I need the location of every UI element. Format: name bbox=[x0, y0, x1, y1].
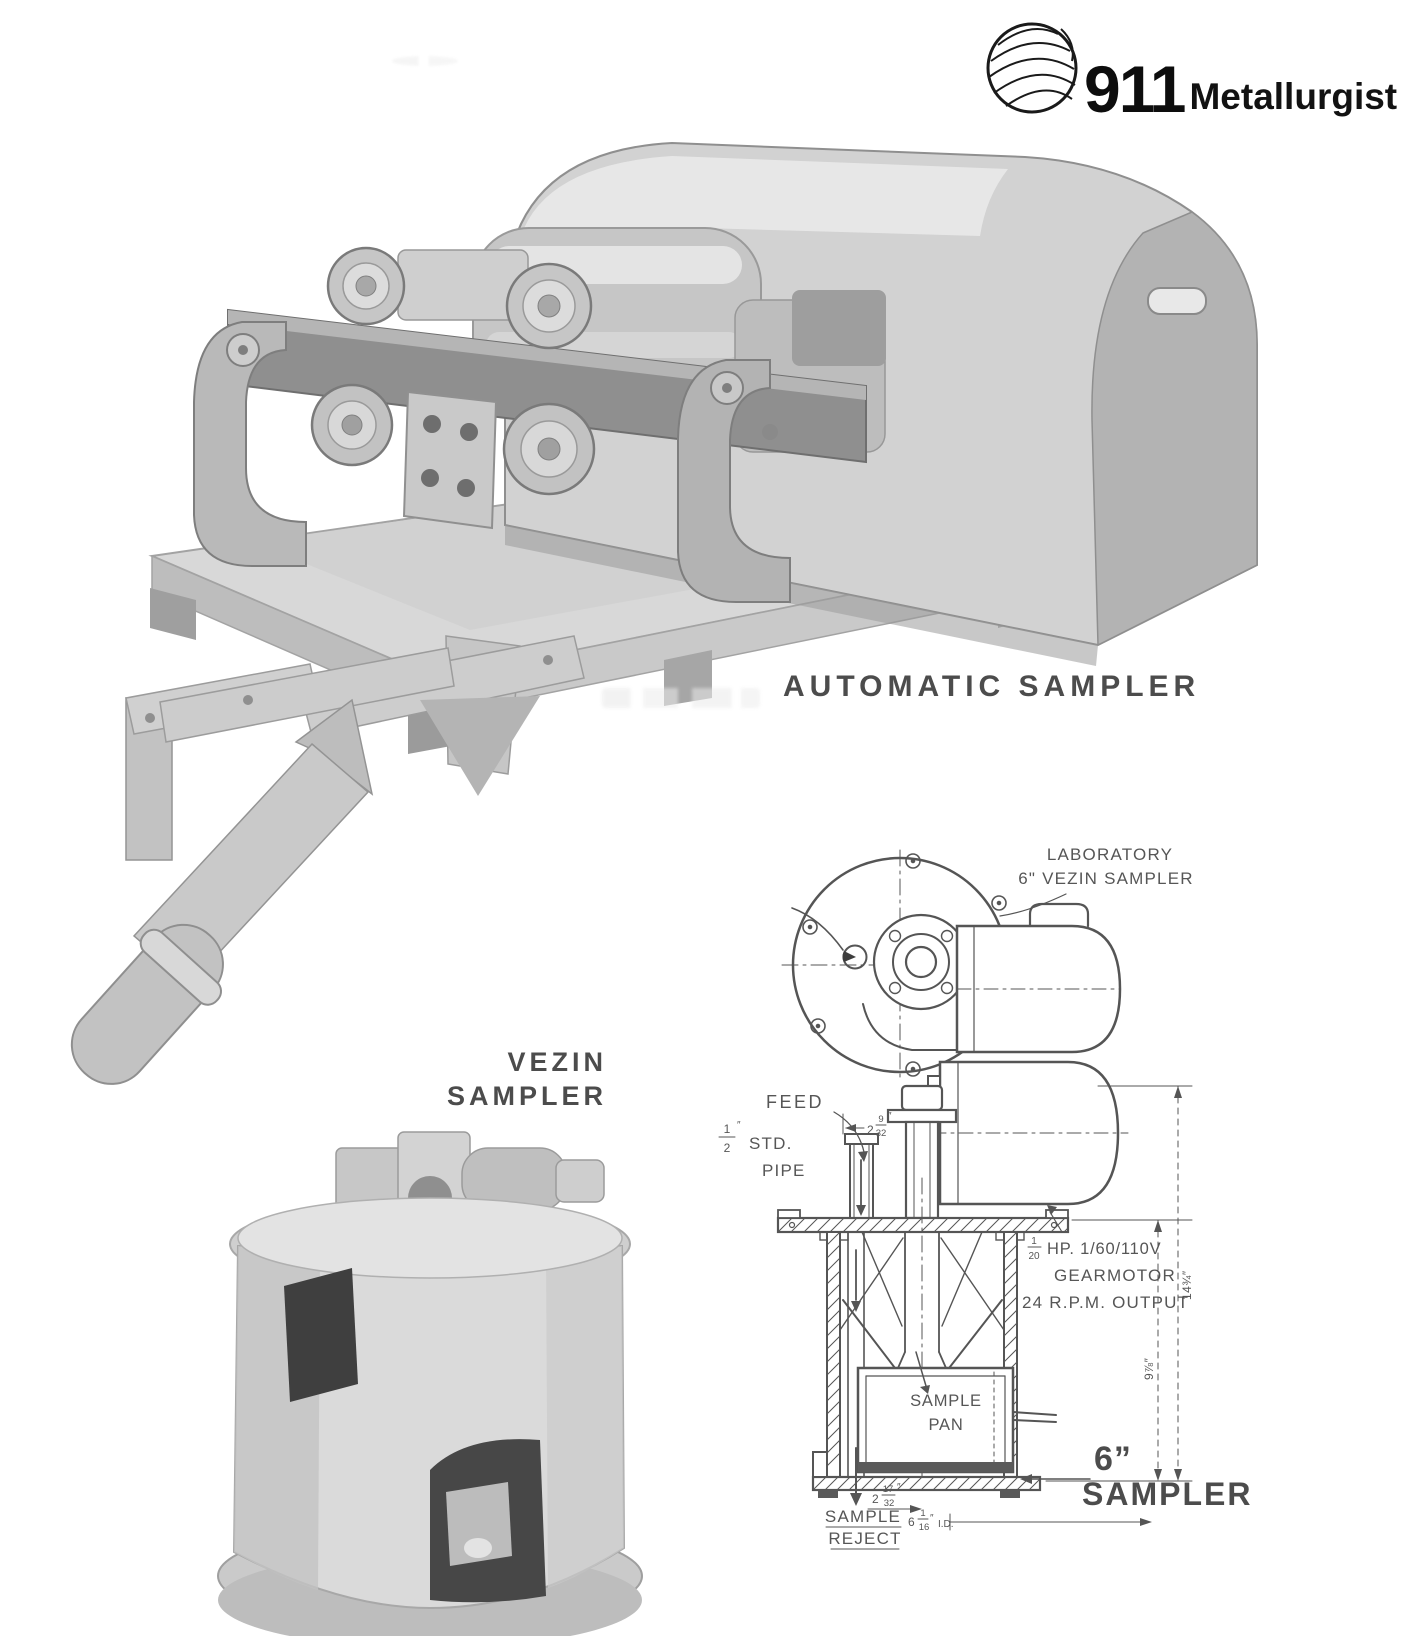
mounting-bolts bbox=[802, 853, 1007, 1077]
vezin-diagram: LABORATORY 6" VEZIN SAMPLER FEED 1 2 ″ S… bbox=[718, 845, 1194, 1550]
reject-offset-denominator: 32 bbox=[884, 1498, 895, 1509]
six-caption-line1: 6” bbox=[1094, 1440, 1132, 1478]
roller bbox=[326, 246, 406, 326]
pipe-offset-whole: 2 bbox=[867, 1123, 874, 1137]
sample-reject-line2: REJECT bbox=[828, 1529, 901, 1548]
gearmotor-name: GEARMOTOR bbox=[1054, 1266, 1176, 1285]
distributor-internals bbox=[839, 1231, 1005, 1373]
discharge-spout bbox=[70, 698, 374, 1085]
roller bbox=[502, 402, 596, 496]
id-numerator: 1 bbox=[920, 1508, 925, 1519]
height-overall-dim: 14¾″ bbox=[1180, 1270, 1194, 1300]
id-suffix: I.D. bbox=[938, 1519, 954, 1530]
pipe-word1: STD. bbox=[749, 1134, 793, 1153]
vezin-caption-line2: SAMPLER bbox=[446, 1080, 607, 1111]
reject-offset-unit: ″ bbox=[897, 1482, 901, 1493]
id-denominator: 16 bbox=[919, 1522, 930, 1533]
six-caption-line2: SAMPLER bbox=[1082, 1475, 1253, 1512]
pipe-size-denominator: 2 bbox=[724, 1141, 731, 1155]
dimension-lines bbox=[842, 1085, 1193, 1531]
housing-handle bbox=[1147, 287, 1207, 315]
hp-denominator: 20 bbox=[1028, 1251, 1040, 1262]
fraction-bars bbox=[718, 1124, 1042, 1550]
gearmotor-output: 24 R.P.M. OUTPUT bbox=[1022, 1293, 1189, 1312]
logo-number: 911 bbox=[1084, 51, 1186, 126]
support-arm-right bbox=[677, 359, 791, 603]
vezin-sampler-photo bbox=[217, 1131, 643, 1636]
hp-numerator: 1 bbox=[1031, 1236, 1037, 1247]
feed-pipe bbox=[844, 1133, 879, 1219]
height-tank-dim: 9⅞″ bbox=[1142, 1357, 1156, 1380]
gearmotor-leader-line bbox=[1049, 1211, 1063, 1233]
pipe-size-numerator: 1 bbox=[724, 1122, 731, 1136]
feed-label: FEED bbox=[766, 1092, 824, 1112]
sample-pan-line1: SAMPLE bbox=[910, 1392, 982, 1410]
reject-offset-whole: 2 bbox=[872, 1492, 879, 1506]
diagram-side-view bbox=[776, 1060, 1129, 1506]
vezin-discharge-opening bbox=[430, 1439, 546, 1603]
motor-top-view bbox=[955, 902, 1122, 1054]
title-leader-line bbox=[999, 893, 1067, 917]
id-unit: ″ bbox=[930, 1513, 934, 1524]
automatic-sampler-photo bbox=[70, 141, 1258, 1085]
vezin-caption-line1: VEZIN bbox=[507, 1047, 607, 1077]
pipe-offset-denominator: 32 bbox=[876, 1128, 887, 1139]
automatic-sampler-caption: AUTOMATIC SAMPLER bbox=[783, 670, 1201, 703]
scan-smudge bbox=[392, 56, 458, 66]
six-inch-sampler-caption: 6” SAMPLER bbox=[1082, 1440, 1253, 1512]
diagram-title-line1: LABORATORY bbox=[1047, 845, 1173, 864]
sample-pan-line2: PAN bbox=[928, 1416, 963, 1434]
roller bbox=[505, 262, 593, 350]
vezin-sampler-caption: VEZIN SAMPLER bbox=[385, 1046, 607, 1114]
gearmotor-spec: HP. 1/60/110V bbox=[1047, 1240, 1161, 1258]
sample-reject-line1: SAMPLE bbox=[825, 1507, 901, 1526]
logo: 911 Metallurgist bbox=[982, 6, 1397, 126]
pipe-word2: PIPE bbox=[762, 1161, 806, 1180]
logo-sphere-icon bbox=[986, 22, 1078, 114]
erased-caption-remnant bbox=[602, 688, 760, 708]
diagram-title-line2: 6" VEZIN SAMPLER bbox=[1018, 869, 1193, 888]
logo-name: Metallurgist bbox=[1189, 76, 1398, 117]
vezin-inlet-port bbox=[284, 1268, 358, 1402]
wall-bracket bbox=[125, 647, 455, 861]
gear-hub bbox=[872, 913, 970, 1011]
motor-handle bbox=[1028, 902, 1090, 928]
id-whole: 6 bbox=[908, 1515, 915, 1529]
roller bbox=[310, 383, 394, 467]
reject-offset-numerator: 17 bbox=[883, 1484, 894, 1495]
diagram-front-view bbox=[781, 849, 1122, 1083]
pipe-offset-numerator: 9 bbox=[878, 1114, 883, 1125]
pipe-offset-unit: ″ bbox=[888, 1111, 892, 1122]
bolt-plate bbox=[402, 390, 498, 530]
sample-pan bbox=[856, 1366, 1057, 1474]
flow-arrows bbox=[850, 1159, 930, 1506]
shaft-end bbox=[791, 907, 868, 970]
pipe-size-unit: ″ bbox=[737, 1120, 741, 1131]
support-arm-left bbox=[193, 321, 307, 567]
